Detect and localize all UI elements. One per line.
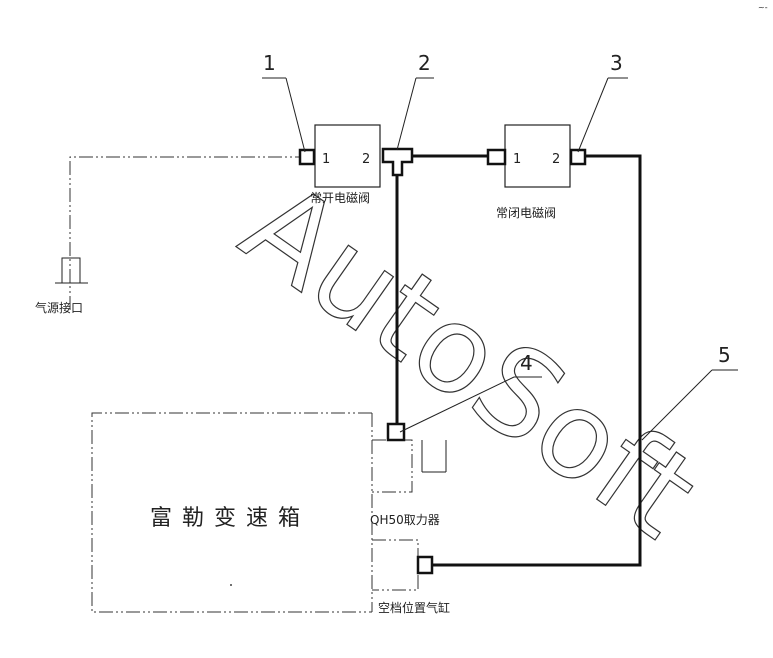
svg-text:2: 2 <box>418 51 431 75</box>
valve-closed-label: 常闭电磁阀 <box>496 205 556 220</box>
valve-open-port1-label: 1 <box>322 152 330 167</box>
neutral-cylinder-outline <box>372 539 419 591</box>
corner-mark: ~- <box>758 3 768 12</box>
svg-text:5: 5 <box>718 343 731 367</box>
svg-text:4: 4 <box>520 351 533 375</box>
callout-3: 3 <box>577 51 628 153</box>
valve-open-label: 常开电磁阀 <box>310 190 370 205</box>
pipe-closed-valve-to-cylinder <box>432 154 642 567</box>
air-supply-line <box>69 156 300 310</box>
air-source-label: 气源接口 <box>35 300 83 315</box>
callout-2: 2 <box>396 51 434 151</box>
svg-text:1: 1 <box>263 51 276 75</box>
dot-mark <box>230 584 232 586</box>
watermark: AutoSoft <box>219 156 721 565</box>
pto-outline <box>372 439 413 493</box>
valve-closed-port1 <box>486 148 507 166</box>
callout-4: 4 <box>399 351 542 433</box>
gearbox-outline <box>91 412 372 613</box>
air-source-symbol <box>55 257 88 284</box>
valve-closed-port2-label: 2 <box>552 152 560 167</box>
pto-shaft <box>421 440 447 473</box>
callout-1: 1 <box>262 51 306 153</box>
pto-label: QH50取力器 <box>370 513 440 527</box>
valve-closed-port1-label: 1 <box>513 152 521 167</box>
tee-fitting <box>381 147 414 177</box>
gearbox-label: 富勒变速箱 <box>150 506 310 531</box>
valve-closed-port2 <box>569 148 587 166</box>
svg-text:3: 3 <box>610 51 623 75</box>
neutral-cylinder-label: 空档位置气缸 <box>378 600 450 615</box>
callout-5: 5 <box>641 343 738 441</box>
valve-open-port1 <box>298 148 316 166</box>
valve-open-port2-label: 2 <box>362 152 370 167</box>
neutral-cylinder-port <box>416 555 434 575</box>
pto-port <box>386 422 406 442</box>
